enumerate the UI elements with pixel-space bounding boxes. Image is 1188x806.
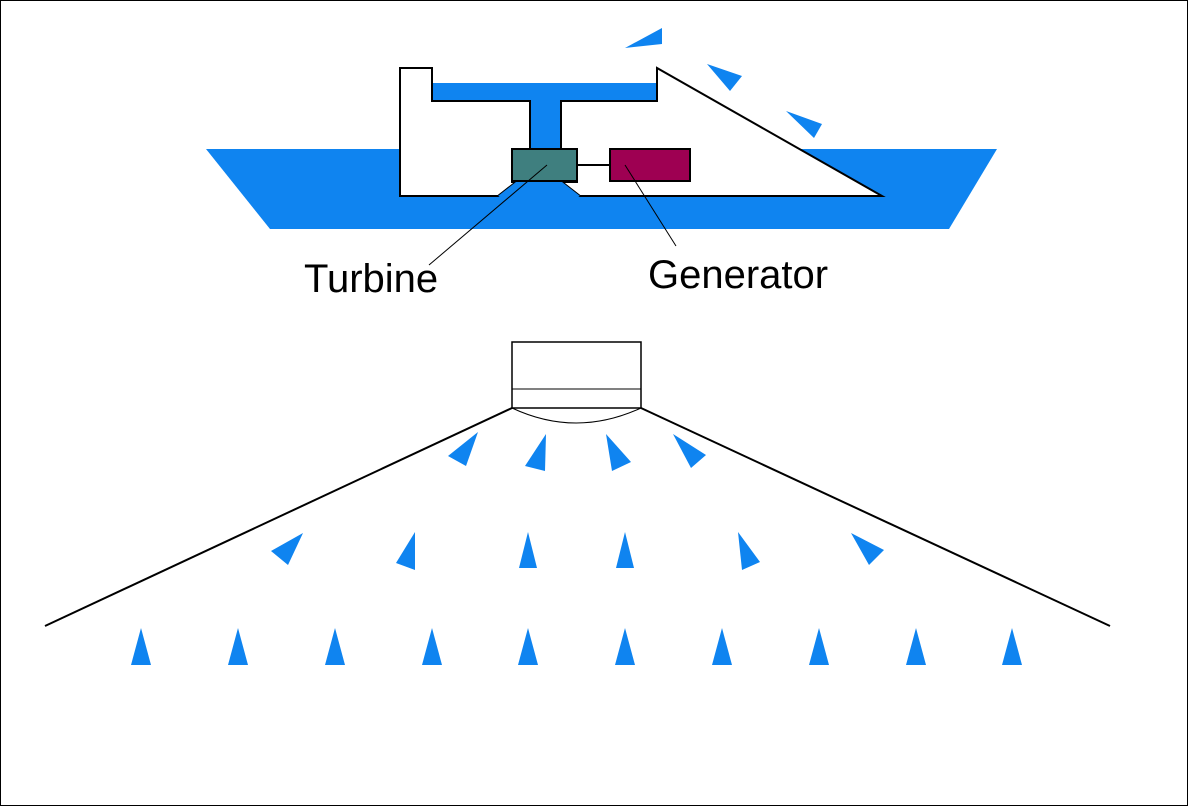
- boundary-left: [44, 407, 513, 627]
- wave-arrow-row2-4: [616, 532, 634, 568]
- device-cross-section: Turbine Generator: [206, 28, 997, 301]
- wave-arrow-row2-1: [271, 533, 303, 565]
- generator-box: [609, 148, 691, 182]
- turbine-leader-line: [428, 164, 548, 266]
- turbine-box: [511, 148, 578, 182]
- shaft-water: [531, 100, 560, 150]
- wave-arrow-row3-5: [518, 628, 538, 665]
- wave-arrow-row3-9: [906, 628, 926, 665]
- wave-arrow-row1-2: [525, 434, 546, 471]
- plan-view: [44, 341, 1111, 665]
- wave-arrow-row3-6: [615, 628, 635, 665]
- wave-arrow-row2-6: [851, 533, 884, 565]
- wave-arrow-row3-2: [228, 628, 248, 665]
- generator-leader-line: [624, 164, 677, 247]
- wave-arrow-row1-4: [673, 434, 706, 468]
- wave-arrow-row3-3: [325, 628, 345, 665]
- wave-arrow-row3-8: [809, 628, 829, 665]
- device-plan-box: [511, 341, 642, 409]
- outflow-water: [498, 182, 580, 196]
- wave-arrow-2: [707, 64, 742, 91]
- wave-arrow-row2-5: [738, 532, 760, 570]
- device-plan-arc: [511, 407, 642, 424]
- boundary-right: [640, 407, 1111, 627]
- wave-arrow-row1-3: [606, 434, 631, 471]
- generator-label: Generator: [648, 253, 828, 297]
- wave-arrow-row3-10: [1002, 628, 1022, 665]
- wave-arrow-row3-4: [422, 628, 442, 665]
- turbine-label: Turbine: [304, 257, 438, 301]
- wave-arrow-row2-3: [519, 532, 537, 568]
- wave-arrow-1: [625, 28, 662, 48]
- wave-arrow-row3-7: [712, 628, 732, 665]
- wave-arrow-3: [786, 111, 822, 138]
- wave-arrow-row2-2: [396, 532, 415, 570]
- wave-arrow-row1-1: [448, 432, 478, 466]
- wave-arrow-row3-1: [131, 628, 151, 665]
